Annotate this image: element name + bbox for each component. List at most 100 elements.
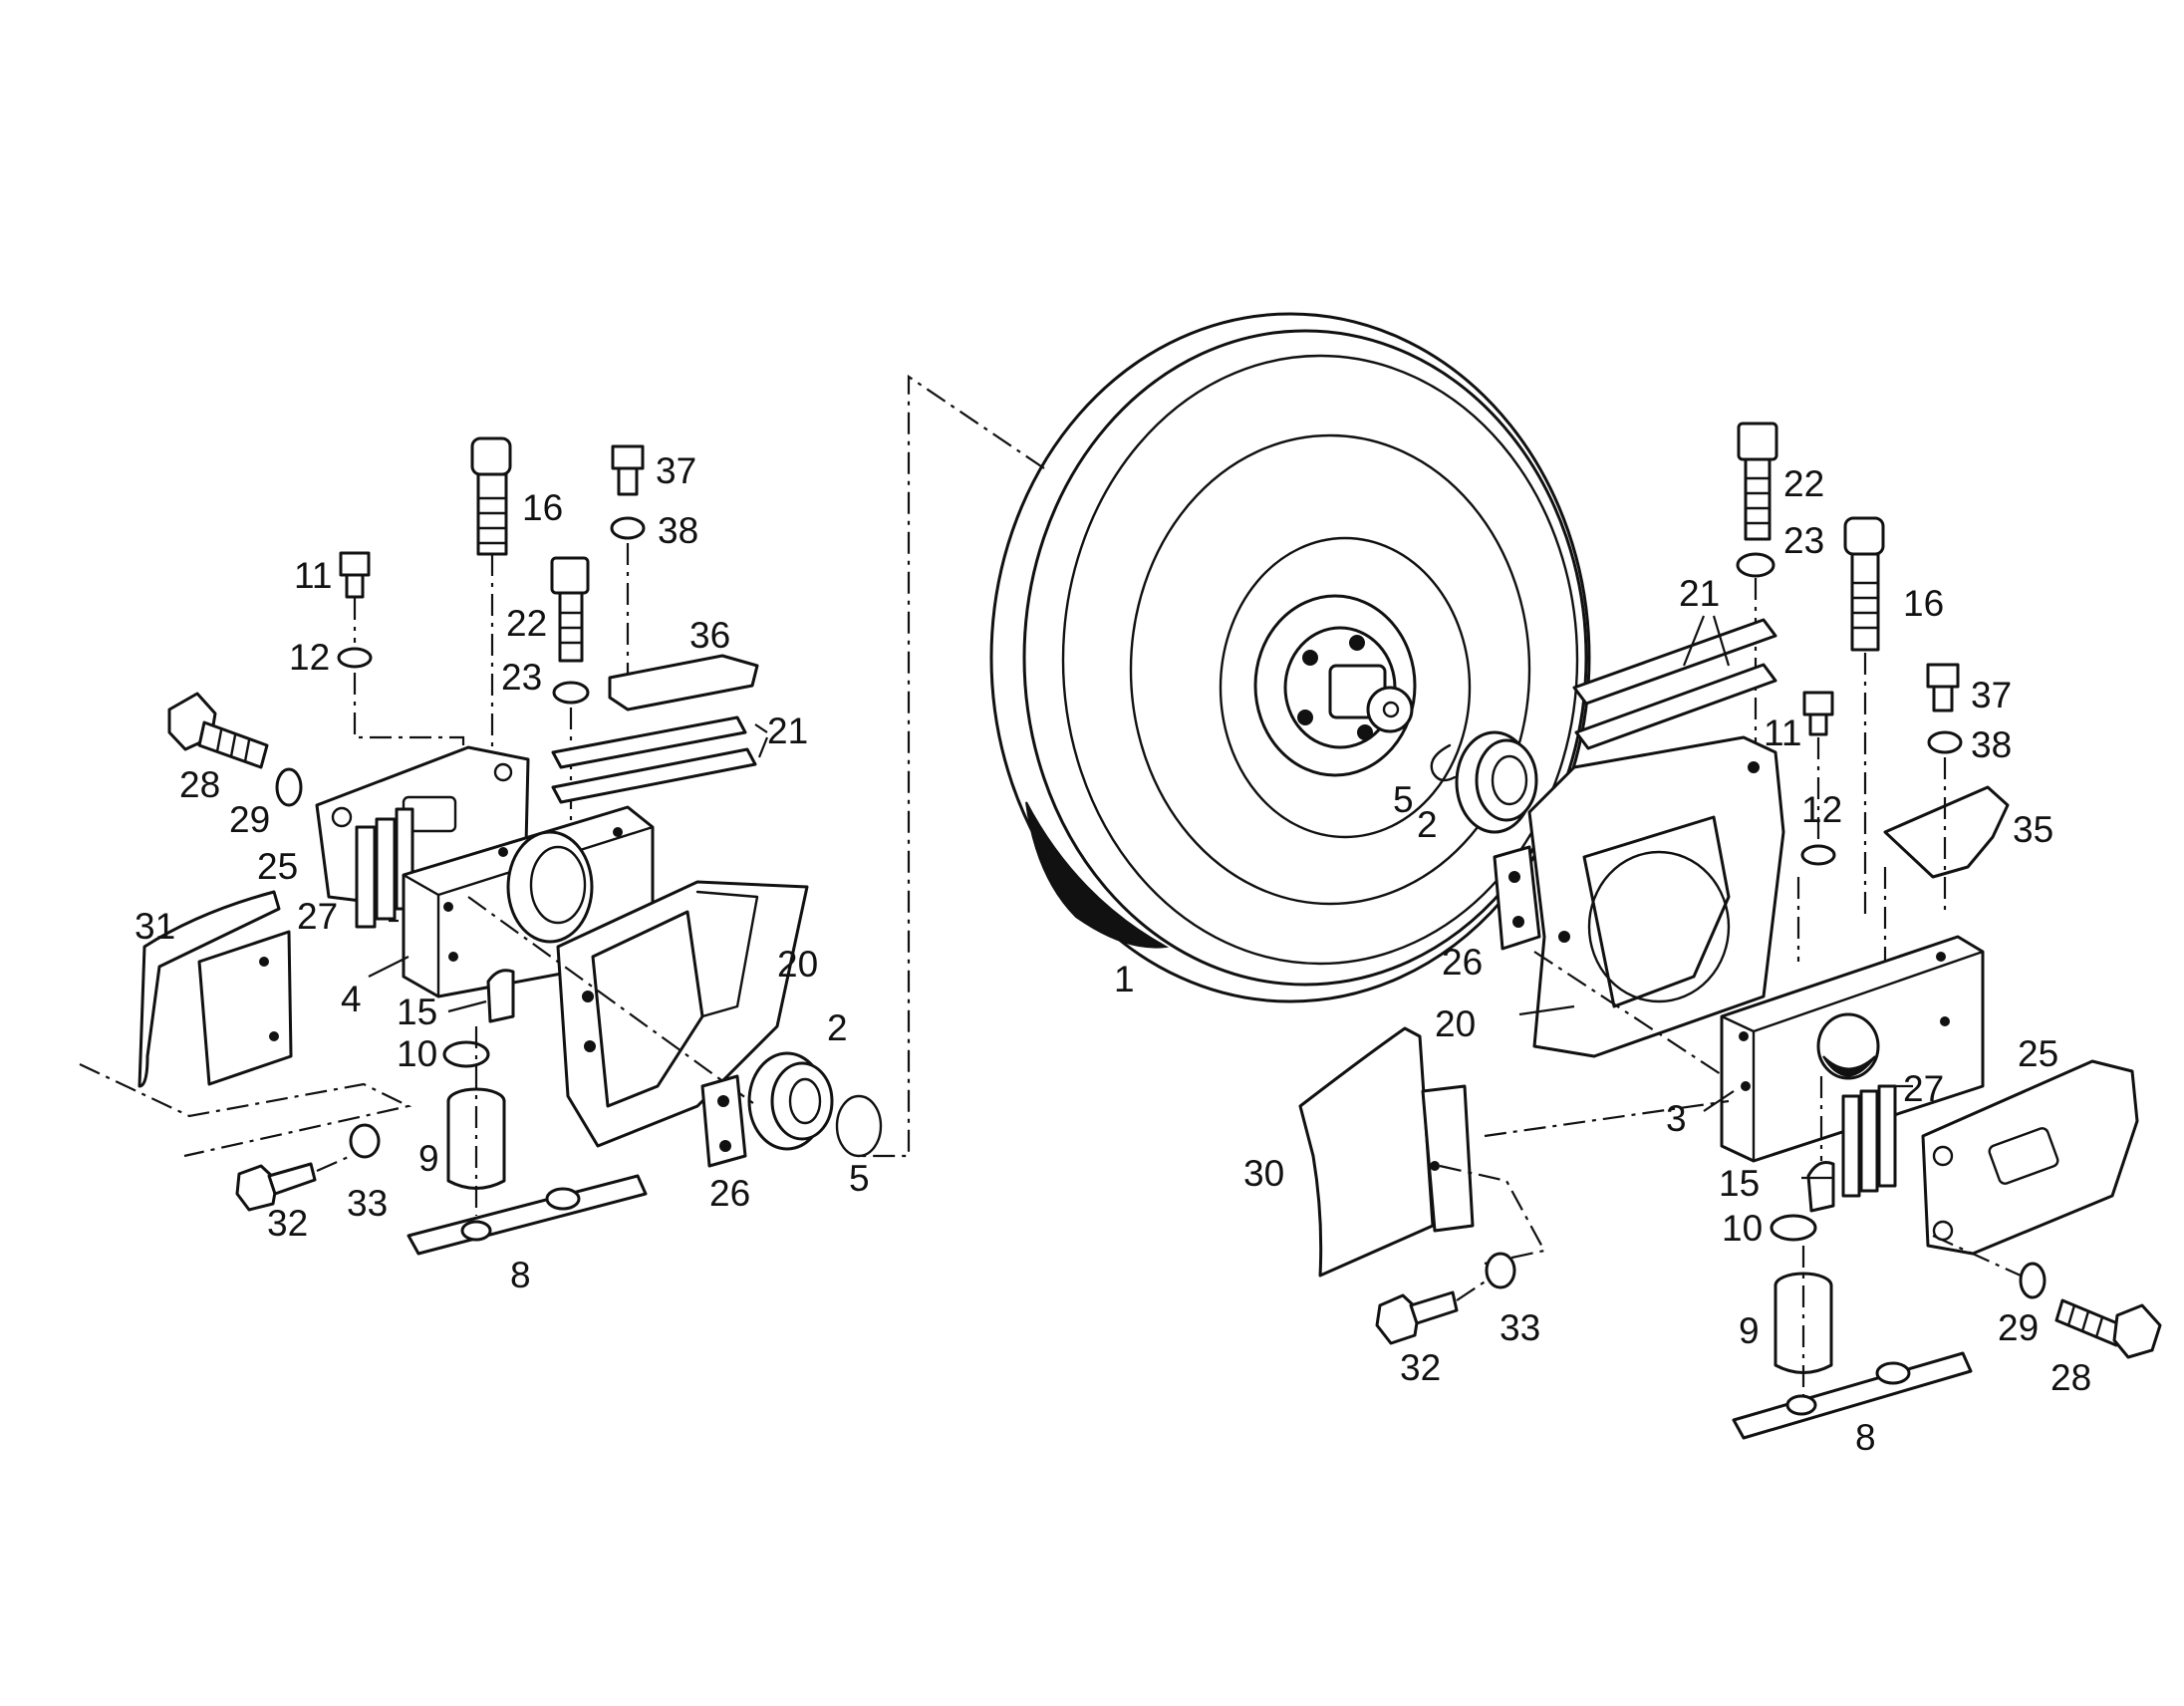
- label-right-37: 37: [1971, 675, 2012, 715]
- label-right-10: 10: [1722, 1208, 1763, 1249]
- label-right-11: 11: [1764, 712, 1801, 753]
- label-right-8: 8: [1855, 1417, 1876, 1458]
- right-plate-25: [1921, 1059, 2139, 1256]
- label-left-21: 21: [767, 711, 808, 751]
- right-scraper-30: [1298, 1026, 1475, 1278]
- left-bolt-22: [550, 556, 590, 663]
- label-left-37: 37: [656, 450, 696, 491]
- left-plate-36: [608, 654, 759, 711]
- label-right-38: 38: [1971, 724, 2012, 765]
- label-right-29: 29: [1998, 1307, 2039, 1348]
- left-bearing-2: [747, 1051, 834, 1151]
- right-plate-35: [1883, 785, 2010, 879]
- label-right-12: 12: [1801, 789, 1842, 830]
- label-center-1: 1: [1114, 959, 1135, 999]
- label-left-10: 10: [397, 1033, 437, 1074]
- left-assembly: [79, 436, 883, 1256]
- label-right-23: 23: [1783, 520, 1824, 561]
- left-bracket-20: [556, 880, 809, 1148]
- right-plate-21b: [1574, 663, 1777, 750]
- left-washer-23: [552, 681, 590, 705]
- label-left-15: 15: [397, 992, 437, 1032]
- left-bolt-32: [235, 1162, 317, 1212]
- label-right-20: 20: [1435, 1003, 1476, 1044]
- left-washer-29: [275, 767, 303, 807]
- label-center-5: 5: [1393, 779, 1414, 820]
- label-left-9: 9: [418, 1138, 439, 1179]
- label-left-31: 31: [135, 906, 175, 947]
- label-left-32: 32: [267, 1203, 308, 1244]
- label-right-3: 3: [1666, 1098, 1687, 1139]
- left-bolt-11: [339, 551, 371, 599]
- left-scraper-31: [137, 890, 293, 1088]
- label-left-29: 29: [229, 799, 270, 840]
- right-bolt-37: [1926, 663, 1960, 712]
- right-bolt-32: [1375, 1290, 1459, 1345]
- right-plate-8: [1732, 1351, 1973, 1440]
- right-washer-33: [1485, 1252, 1516, 1289]
- right-washer-38: [1927, 730, 1963, 754]
- left-washer-38: [610, 516, 646, 540]
- left-bolt-37: [611, 444, 645, 496]
- label-right-32: 32: [1400, 1347, 1441, 1388]
- label-left-22: 22: [506, 603, 547, 644]
- right-washer-12: [1800, 844, 1836, 866]
- label-left-16: 16: [522, 487, 563, 528]
- label-right-33: 33: [1500, 1307, 1540, 1348]
- label-left-20: 20: [777, 944, 818, 985]
- label-right-25: 25: [2018, 1033, 2058, 1074]
- left-shims-27: [355, 807, 414, 929]
- label-left-25: 25: [257, 846, 298, 887]
- label-right-35: 35: [2013, 809, 2053, 850]
- label-right-30: 30: [1243, 1153, 1284, 1194]
- label-left-8: 8: [510, 1255, 531, 1295]
- right-bolt-11: [1802, 691, 1834, 736]
- left-plate-21a: [551, 715, 747, 769]
- right-plate-21a: [1572, 618, 1777, 706]
- part-number-labels: 37 16 38 11 22 12 23 36 28 21 29 25 31 2…: [135, 450, 2091, 1458]
- left-ring-5: [835, 1094, 883, 1158]
- left-bolt-28: [167, 692, 269, 769]
- label-center-2: 2: [1417, 804, 1438, 845]
- left-plate-8: [407, 1174, 648, 1256]
- label-right-22: 22: [1783, 463, 1824, 504]
- right-shims-27: [1841, 1084, 1897, 1198]
- right-sleeve-15: [1806, 1161, 1835, 1213]
- right-washer-29: [2019, 1262, 2047, 1299]
- left-sleeve-15: [486, 969, 515, 1023]
- left-bolt-16: [470, 436, 512, 556]
- label-left-28: 28: [179, 764, 220, 805]
- label-left-23: 23: [501, 657, 542, 698]
- idler-wheel: [989, 312, 1591, 1003]
- right-block-3: [1720, 935, 1985, 1163]
- label-left-26: 26: [709, 1173, 750, 1214]
- label-left-12: 12: [289, 637, 330, 678]
- center-ring-5: [1430, 743, 1457, 782]
- right-block-26: [1493, 845, 1541, 951]
- label-right-28: 28: [2050, 1357, 2091, 1398]
- label-right-9: 9: [1739, 1310, 1760, 1351]
- label-left-33: 33: [347, 1183, 388, 1224]
- left-block-26: [700, 1074, 747, 1168]
- center-bearing-2: [1455, 730, 1538, 834]
- right-assembly: [1298, 422, 2162, 1440]
- label-right-16: 16: [1903, 583, 1944, 624]
- left-spacer-9: [446, 1087, 506, 1190]
- label-left-4: 4: [341, 979, 362, 1019]
- right-bolt-22: [1737, 422, 1778, 541]
- label-right-21: 21: [1679, 573, 1720, 614]
- label-right-27: 27: [1903, 1068, 1944, 1109]
- left-washer-12: [337, 647, 373, 669]
- right-bolt-16: [1843, 516, 1885, 652]
- label-left-38: 38: [658, 510, 698, 551]
- label-left-2: 2: [827, 1007, 848, 1048]
- left-washer-33: [349, 1123, 381, 1159]
- left-plate-21b: [551, 747, 757, 804]
- label-right-26: 26: [1442, 942, 1483, 983]
- left-ring-10: [442, 1040, 490, 1068]
- label-left-27: 27: [297, 896, 338, 937]
- label-left-5: 5: [849, 1158, 870, 1199]
- right-washer-23: [1736, 552, 1775, 578]
- right-ring-10: [1770, 1214, 1817, 1242]
